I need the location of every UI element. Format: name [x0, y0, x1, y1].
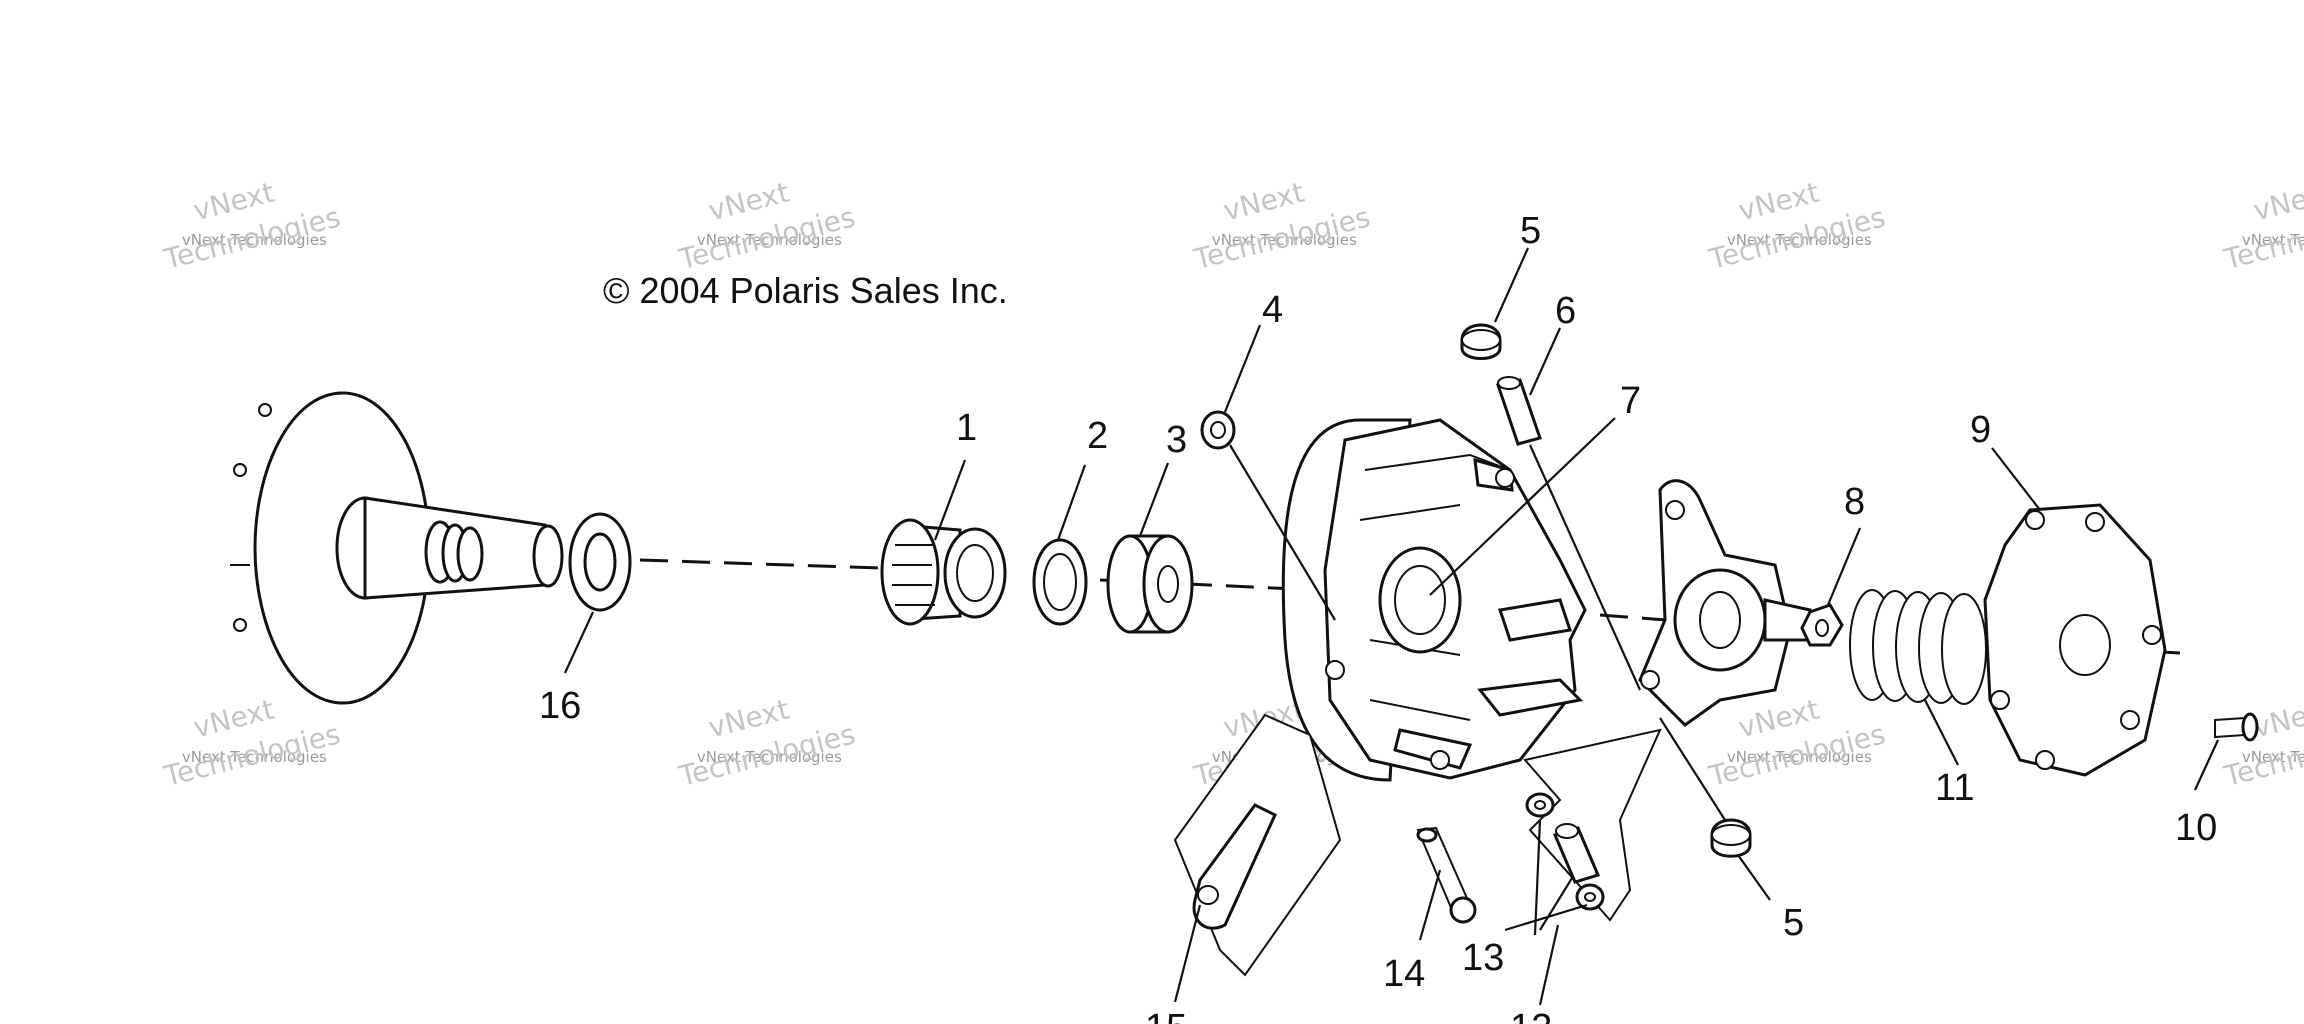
watermark-small-text: vNext Technologies: [1212, 231, 1357, 249]
callout-16: 16: [539, 685, 581, 727]
callout-5-bottom: 5: [1783, 902, 1804, 944]
part-8-nut: [1800, 603, 1844, 647]
part-5-cap-top: [1460, 323, 1502, 360]
callout-3: 3: [1166, 419, 1187, 461]
callout-14: 14: [1383, 953, 1425, 995]
watermark-top-text: vNext: [2250, 176, 2304, 228]
part-3-spacer: [1106, 534, 1194, 634]
callout-15: 15: [1145, 1007, 1187, 1024]
part-10-bolt: [2214, 712, 2259, 742]
watermark-small-text: vNext Technologies: [182, 231, 327, 249]
watermark-small-text: vNext Technologies: [1727, 748, 1872, 766]
part-13-group: [1523, 728, 1662, 922]
callout-7: 7: [1620, 380, 1641, 422]
callout-2: 2: [1087, 415, 1108, 457]
part-4-nut: [1200, 410, 1236, 450]
watermark-top-text: vNext: [2250, 693, 2304, 745]
callout-5-top: 5: [1520, 210, 1541, 252]
callout-10: 10: [2175, 807, 2217, 849]
callout-8: 8: [1844, 481, 1865, 523]
movable-sheave: [1281, 418, 1587, 782]
leader-lines: [564, 247, 2219, 1006]
watermark-small-text: vNext Technologies: [697, 748, 842, 766]
part-6-roller: [1496, 376, 1542, 446]
part-9-cover: [1983, 503, 2167, 777]
callout-labels: 1 2 3 4 5 6 7 8 9 10 11 12 13 14 15 5 16: [539, 210, 2217, 1024]
callout-4: 4: [1262, 289, 1283, 331]
spider: [1638, 479, 1812, 727]
assembly-axis: [639, 558, 2181, 655]
callout-9: 9: [1970, 409, 1991, 451]
copyright-notice: © 2004 Polaris Sales Inc.: [603, 270, 1008, 311]
callout-6: 6: [1555, 290, 1576, 332]
part-14-bolt: [1416, 826, 1477, 924]
part-5-cap-bottom: [1710, 818, 1752, 858]
part-15-shoe: [1173, 713, 1342, 977]
watermark-small-text: vNext Technologies: [2242, 748, 2304, 766]
callout-1: 1: [956, 407, 977, 449]
callout-11: 11: [1935, 767, 1974, 809]
fixed-sheave: [230, 391, 564, 705]
part-2-ring: [1032, 538, 1088, 626]
part-11-spring: [1849, 589, 1987, 705]
watermark-small-text: vNext Technologies: [1727, 231, 1872, 249]
watermark-small-text: vNext Technologies: [697, 231, 842, 249]
part-16-washer: [568, 512, 632, 612]
part-1-bushing: [880, 518, 1007, 626]
callout-13: 13: [1462, 937, 1504, 979]
watermark-small-text: vNext Technologies: [182, 748, 327, 766]
watermark-small-text: vNext Technologies: [2242, 231, 2304, 249]
callout-12: 12: [1510, 1007, 1552, 1024]
